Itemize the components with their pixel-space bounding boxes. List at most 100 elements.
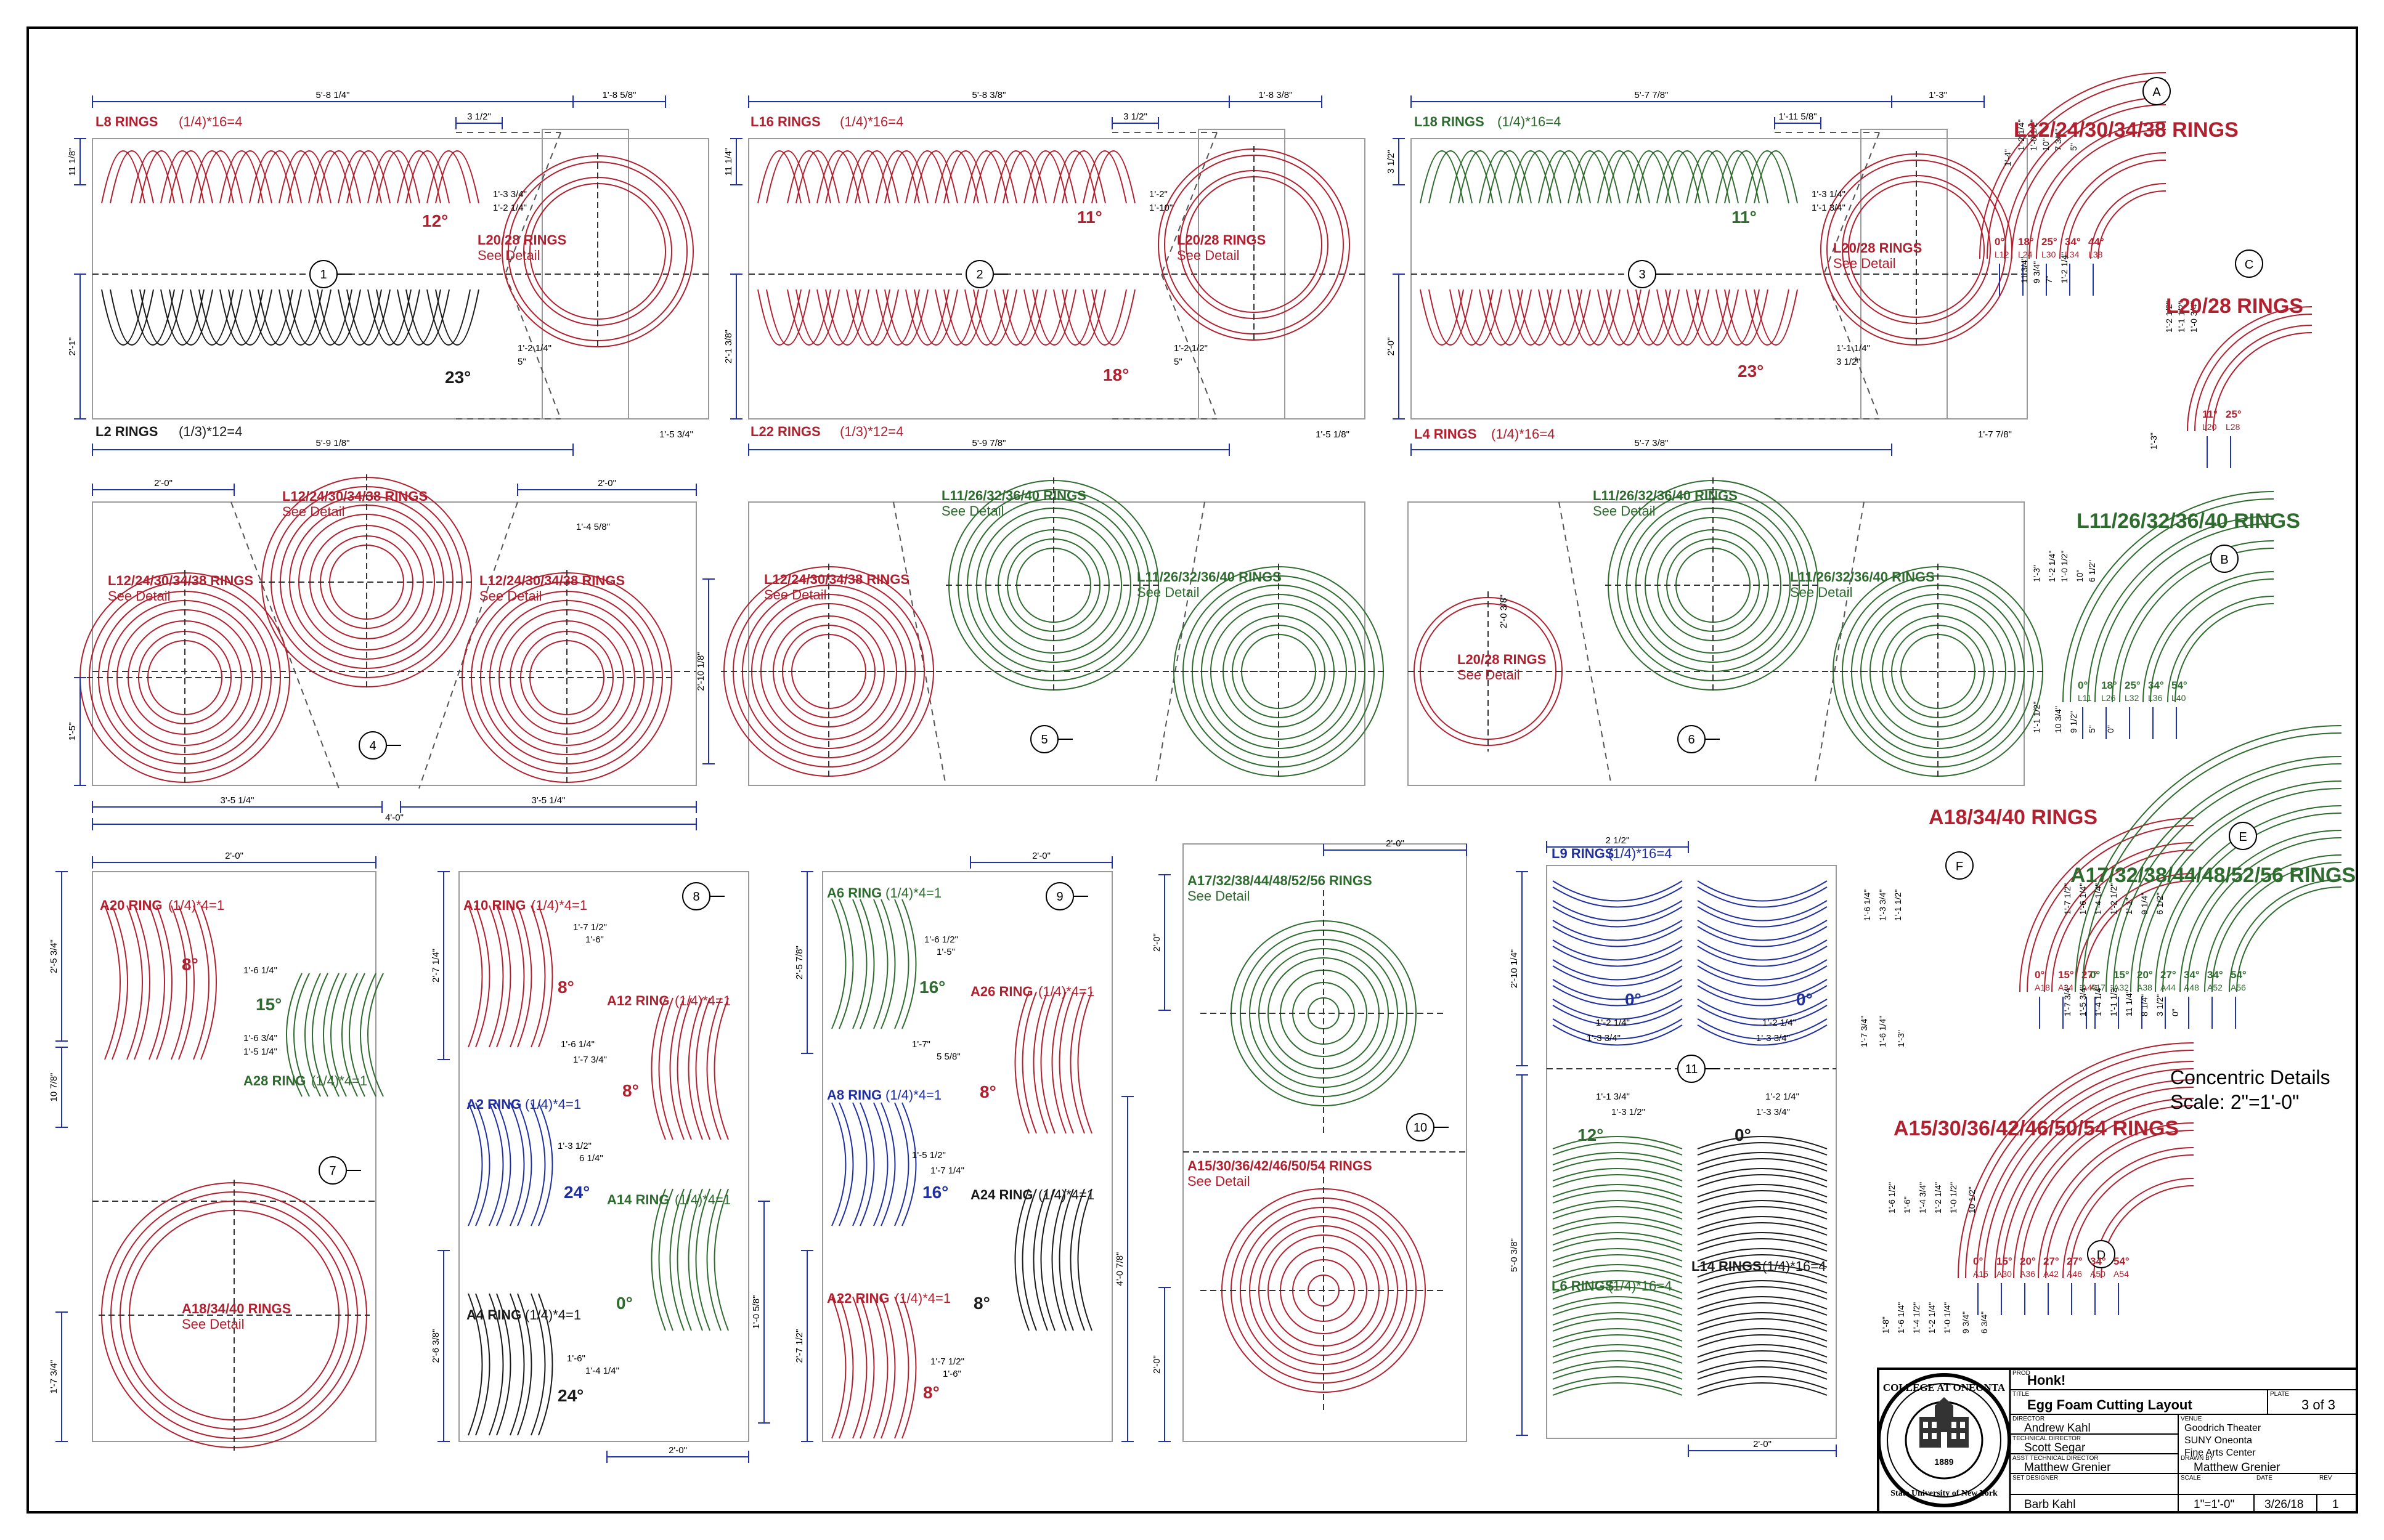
detail-dimension: 6 3/4" (1979, 1311, 1989, 1334)
ring-segment (1552, 920, 1683, 941)
detail-dimension: 1'-0 1/2" (2028, 120, 2038, 151)
detail-label: L28 (2226, 422, 2240, 432)
detail-arc (1983, 1068, 2194, 1279)
detail-dimension: 1'-7 1/2" (2062, 883, 2072, 915)
ring-segment (905, 289, 950, 346)
panel-outline (1410, 138, 2028, 419)
detail-d: D0°A1515°A3020°A3627°A4227°A4634°A5054°A… (1958, 1042, 2194, 1315)
ring-segment (1697, 1232, 1828, 1246)
panel-7-a28-title: A28 RING (243, 1073, 306, 1088)
ring-segment (706, 1188, 722, 1331)
detail-label: A17 (2090, 983, 2105, 992)
ring-segment (1552, 939, 1683, 961)
ring-segment (1697, 1216, 1828, 1230)
panel-2-circle-title: L20/28 RINGS (1177, 232, 1266, 248)
ring-segment (1697, 1270, 1828, 1284)
detail-angle: 44° (2088, 236, 2104, 248)
dimension-label: 1'-5" (937, 947, 955, 957)
ring-segment (1458, 289, 1502, 346)
panel-11-l6-title: L6 RINGS (1552, 1278, 1614, 1294)
tb-plate-label: PLATE (2270, 1391, 2289, 1398)
ring-segment (1686, 289, 1730, 346)
ring-segment (1552, 1018, 1683, 1040)
ring-segment (330, 973, 347, 1097)
tb-tech: Scott Segar (2024, 1441, 2086, 1454)
ring-segment (901, 899, 917, 1029)
ring-segment (360, 973, 376, 1097)
ring-segment (1053, 289, 1097, 346)
detail-angle: 54° (2231, 969, 2247, 981)
ring-segment (876, 150, 920, 204)
detail-dimension: 1'-4 3/4" (1918, 1182, 1927, 1214)
ring-segment (367, 150, 412, 204)
ring-circle (510, 620, 624, 735)
ring-segment (1715, 289, 1760, 346)
panel-10-bot-title: A15/30/36/42/46/50/54 RINGS (1187, 1158, 1372, 1173)
ring-segment (346, 289, 391, 346)
ring-segment (1051, 1188, 1067, 1331)
dimension-label: 11 1/8" (67, 148, 78, 176)
detail-label: A52 (2207, 983, 2223, 992)
ring-segment (1656, 289, 1701, 346)
detail-arc (2187, 306, 2313, 432)
detail-arc (2044, 842, 2194, 992)
panel-2-top-qty: (1/4)*16=4 (840, 114, 903, 129)
ring-segment (706, 997, 722, 1140)
ring-segment (531, 1102, 546, 1226)
detail-dimension: 10 1/2" (1967, 1186, 1977, 1214)
ring-segment (200, 905, 217, 1060)
ring-segment (1697, 1296, 1828, 1310)
detail-angle: 20° (2020, 1255, 2036, 1267)
ring-segment (1597, 150, 1642, 204)
panels-layer: 15'-8 1/4"1'-8 5/8"3 1/2"11 1/8"2'-1"5'-… (49, 90, 2046, 1463)
panel-9-a8-qty: (1/4)*4=1 (885, 1087, 942, 1103)
ring-segment (1077, 1188, 1092, 1331)
ring-segment (367, 289, 412, 346)
dimension-label: 1'-7 3/4" (573, 1055, 607, 1065)
detail-dimension: 1'-3" (1896, 1030, 1906, 1047)
ring-segment (1697, 1222, 1828, 1236)
detail-dimension: 1'-8" (1881, 1316, 1890, 1334)
detail-arc (2075, 873, 2194, 992)
ring-segment (1686, 150, 1730, 204)
panel-9-angle-5: 8° (923, 1383, 940, 1402)
detail-dimension: 1'-1 1/2" (2032, 702, 2041, 733)
dimension-label: 1'-0 5/8" (751, 1295, 762, 1329)
detail-arc (2020, 1105, 2194, 1279)
ring-segment (139, 289, 184, 346)
ring-segment (397, 289, 441, 346)
ring-segment (1697, 985, 1828, 1007)
ring-segment (397, 150, 441, 204)
dimension-label: 4'-0 7/8" (1115, 1252, 1125, 1286)
detail-angle: 25° (2226, 408, 2242, 420)
panel-8-labels: A10 RING (1/4)*4=1 A12 RING (1/4)*4=1 A2… (463, 898, 731, 1405)
ring-segment (839, 1296, 854, 1439)
tb-venue-3: Fine Arts Center (2184, 1448, 2256, 1458)
ring-segment (169, 150, 213, 204)
ring-segment (1697, 906, 1828, 928)
detail-dimension: 1'-6 1/2" (1887, 1182, 1897, 1214)
detail-dimension: 1'-3 3/4" (1878, 890, 1887, 921)
dimension-label: 2'-1" (67, 338, 78, 356)
ring-segment (1552, 1005, 1683, 1026)
dimension-label: 2'-7 1/2" (794, 1329, 805, 1363)
ring-segment (1697, 1360, 1828, 1374)
ring-segment (1697, 1024, 1828, 1046)
cut-line (1823, 274, 1880, 419)
ring-segment (1091, 150, 1136, 204)
ring-segment (1420, 289, 1464, 346)
panel-2-angle-top: 11° (1077, 208, 1102, 227)
ring-segment (178, 905, 195, 1060)
dimension-label: 1'-2" (1149, 189, 1168, 200)
ring-segment (475, 1102, 490, 1226)
ring-segment (1051, 991, 1067, 1134)
ring-segment (110, 150, 154, 204)
ring-segment (1479, 289, 1523, 346)
detail-arc (2090, 183, 2166, 259)
panel-11-angle-1: 0° (1625, 990, 1642, 1009)
cut-line (230, 501, 340, 789)
ring-segment (658, 1188, 673, 1331)
dimension-label: 1'-4 1/4" (585, 1366, 619, 1376)
dimension-label: 1'-3 3/4" (1587, 1033, 1621, 1044)
